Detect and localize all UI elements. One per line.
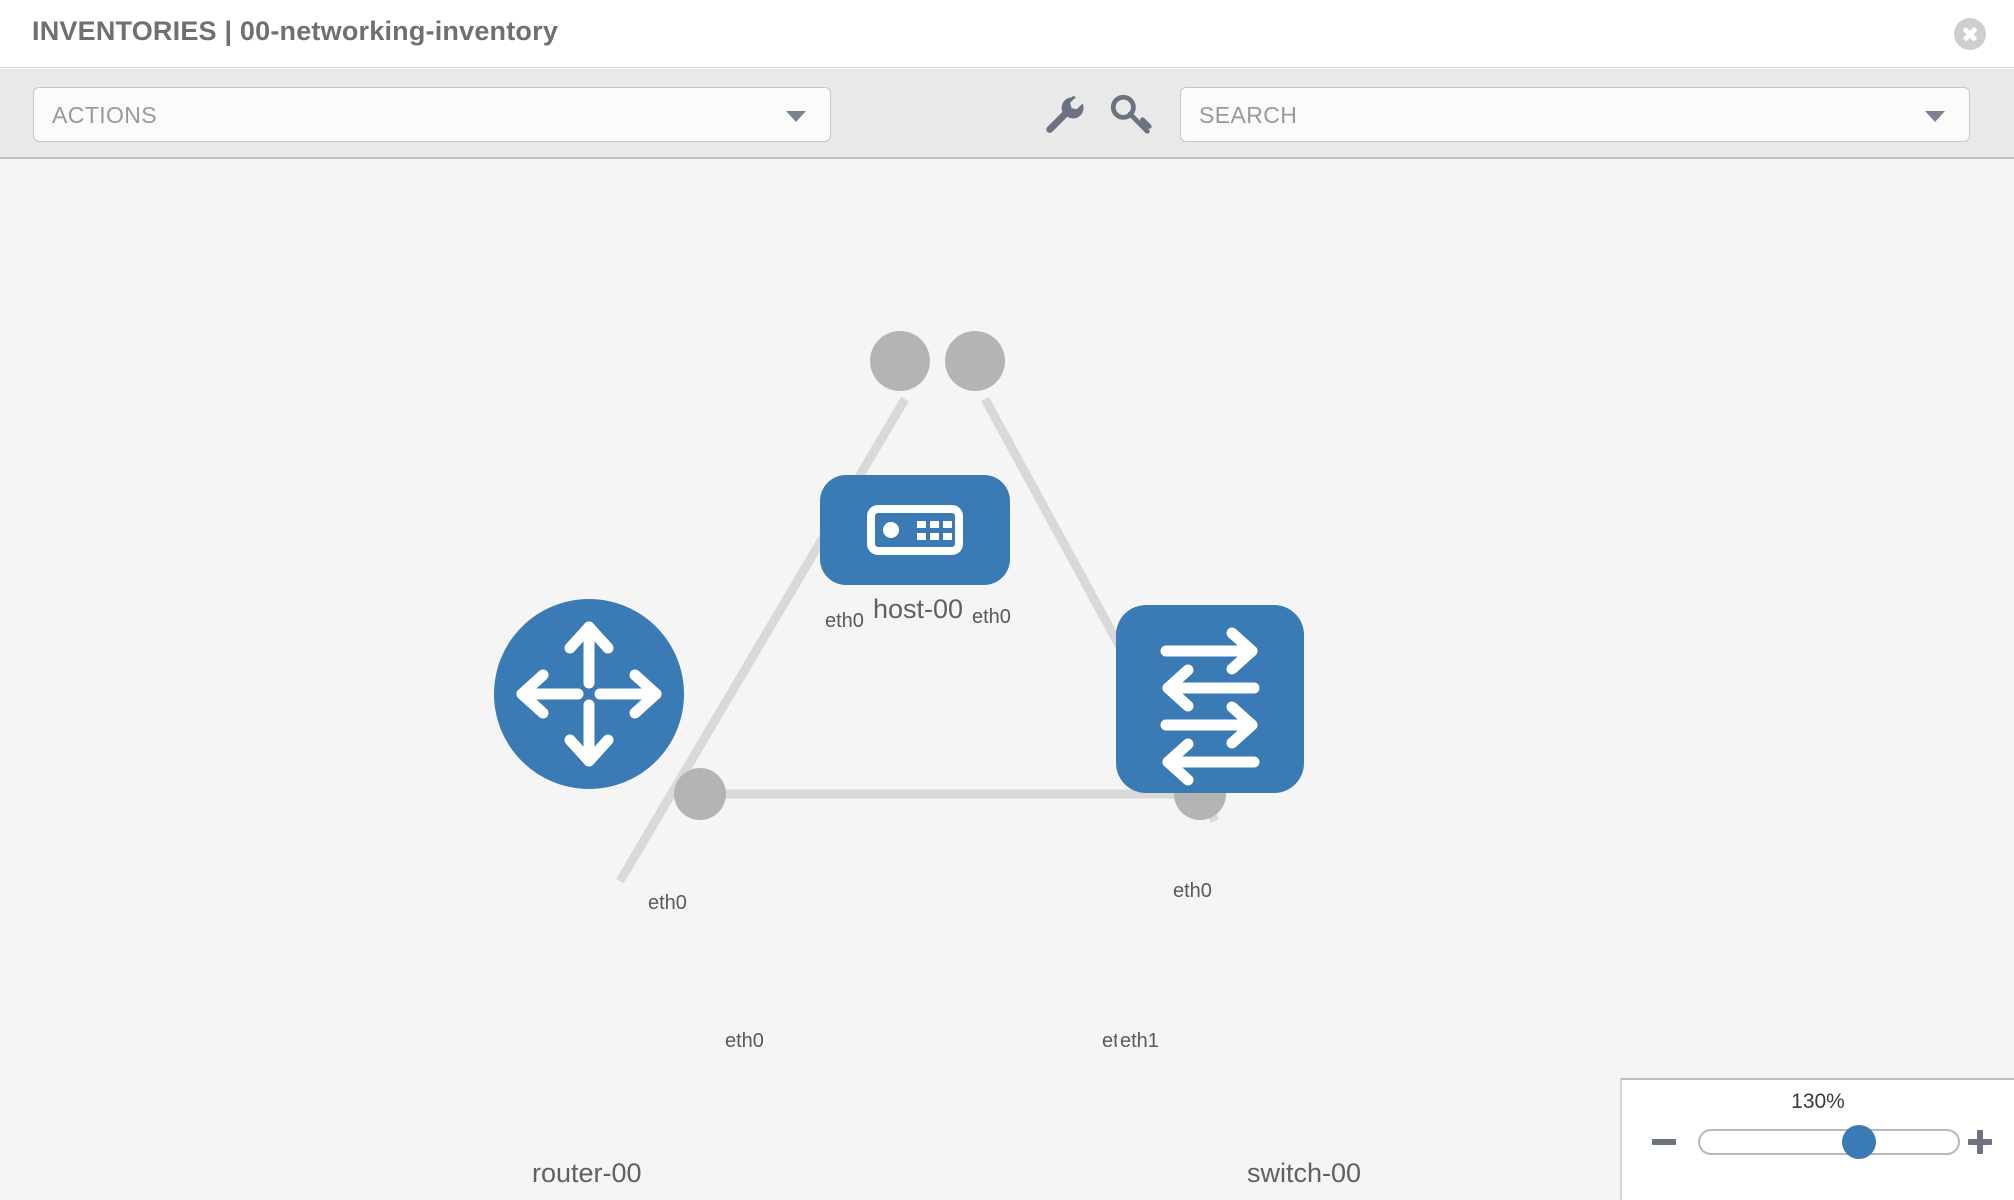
edge-label-router-switch-left: eth0 (722, 1029, 767, 1054)
node-switch-00 (1116, 605, 1304, 793)
edge-label-switch-host: eth0 (1170, 879, 1215, 904)
search-placeholder: SEARCH (1199, 102, 1298, 128)
zoom-slider-track[interactable] (1698, 1125, 1960, 1159)
node-host-00 (820, 475, 1010, 585)
node-label-host-00: host-00 (869, 593, 968, 626)
close-icon[interactable] (1954, 18, 1986, 50)
chevron-down-icon (786, 110, 806, 122)
zoom-in-button[interactable] (1966, 1128, 1994, 1156)
router-arrows-icon (516, 621, 662, 767)
topology-graph (494, 331, 1304, 884)
node-router-00 (494, 599, 684, 789)
zoom-level-label: 130% (1791, 1090, 1845, 1113)
connector-router-right (674, 768, 726, 820)
chevron-down-icon (1925, 110, 1945, 122)
connector-host-left (870, 331, 930, 391)
page-title: INVENTORIES | 00-networking-inventory (32, 16, 559, 46)
connector-host-right (945, 331, 1005, 391)
edge-label-host-router-near: eth0 (822, 609, 867, 634)
edge-label-host-switch-near: eth0 (969, 605, 1014, 630)
edge-label-router-host: eth0 (645, 891, 690, 916)
server-icon (867, 505, 963, 555)
node-host-00-shape (820, 475, 1010, 585)
node-label-router-00: router-00 (528, 1157, 646, 1190)
node-label-switch-00: switch-00 (1243, 1157, 1366, 1190)
zoom-out-button[interactable] (1650, 1128, 1678, 1156)
zoom-control-panel: 130% (1620, 1078, 2014, 1200)
actions-dropdown-label: ACTIONS (52, 102, 158, 128)
actions-dropdown[interactable]: ACTIONS (33, 87, 831, 142)
topology-canvas[interactable]: host-00 router-00 switch-00 eth0 eth0 et… (0, 161, 2014, 1200)
search-input[interactable]: SEARCH (1180, 87, 1970, 142)
switch-arrows-icon (1160, 627, 1260, 786)
key-icon[interactable] (1108, 91, 1154, 137)
toolbar: ACTIONS SEARCH (0, 69, 2014, 159)
edge-label-router-switch-right: eth1 (1117, 1029, 1162, 1054)
wrench-icon[interactable] (1040, 91, 1086, 137)
page-header: INVENTORIES | 00-networking-inventory (0, 0, 2014, 68)
node-router-00-shape (494, 599, 684, 789)
zoom-slider-handle[interactable] (1841, 1125, 1876, 1159)
